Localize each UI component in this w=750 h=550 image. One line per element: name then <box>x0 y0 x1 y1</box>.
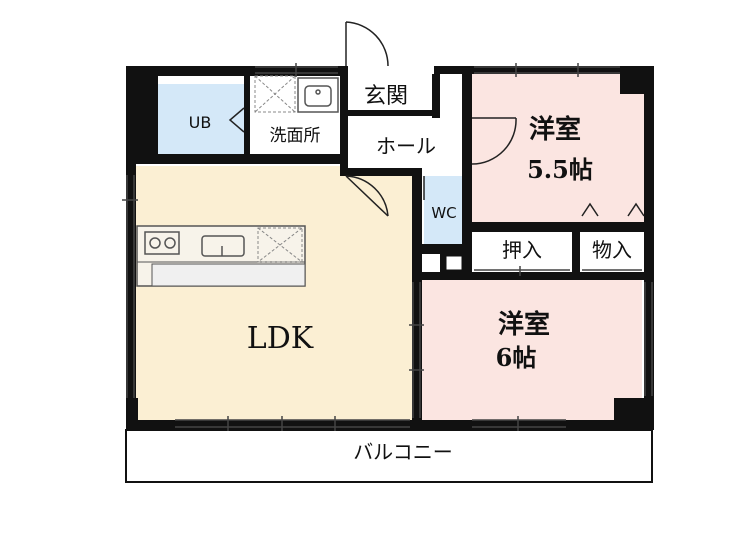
entrance-label: 玄関 <box>364 84 408 109</box>
storage-label: 物入 <box>592 238 632 262</box>
bedroom-b-label: 洋室 <box>498 309 550 340</box>
wash-basin-icon <box>297 77 339 113</box>
bedroom-b-size: 6帖 <box>496 343 537 372</box>
bedroom-a-size: 5.5帖 <box>527 155 593 184</box>
bedroom-a-label: 洋室 <box>529 114 581 145</box>
door-swing-icon <box>228 21 645 217</box>
fridge-space-icon <box>257 227 303 263</box>
stove-burner-icon <box>144 231 180 255</box>
washroom-floor <box>250 76 340 156</box>
walls <box>126 66 654 430</box>
ub-label: UB <box>189 113 212 132</box>
bedroom-b-floor <box>422 279 642 422</box>
wc-label: WC <box>431 204 456 222</box>
hall-floor <box>346 118 464 170</box>
pipe-space <box>445 255 463 271</box>
balcony-floor <box>125 429 653 483</box>
balcony-label: バルコニー <box>353 440 453 464</box>
ldk-floor <box>135 166 414 422</box>
storage-floor <box>580 232 644 272</box>
closet-label: 押入 <box>502 238 542 262</box>
sink-icon <box>201 235 245 257</box>
hall-label: ホール <box>376 134 436 158</box>
windows <box>122 63 653 431</box>
ldk-label: LDK <box>247 321 314 356</box>
washroom-label: 洗面所 <box>270 126 321 146</box>
wc-floor <box>424 176 464 246</box>
closet-floor <box>472 232 572 272</box>
bedroom-a-floor <box>470 74 646 224</box>
washer-space-icon <box>254 75 296 113</box>
